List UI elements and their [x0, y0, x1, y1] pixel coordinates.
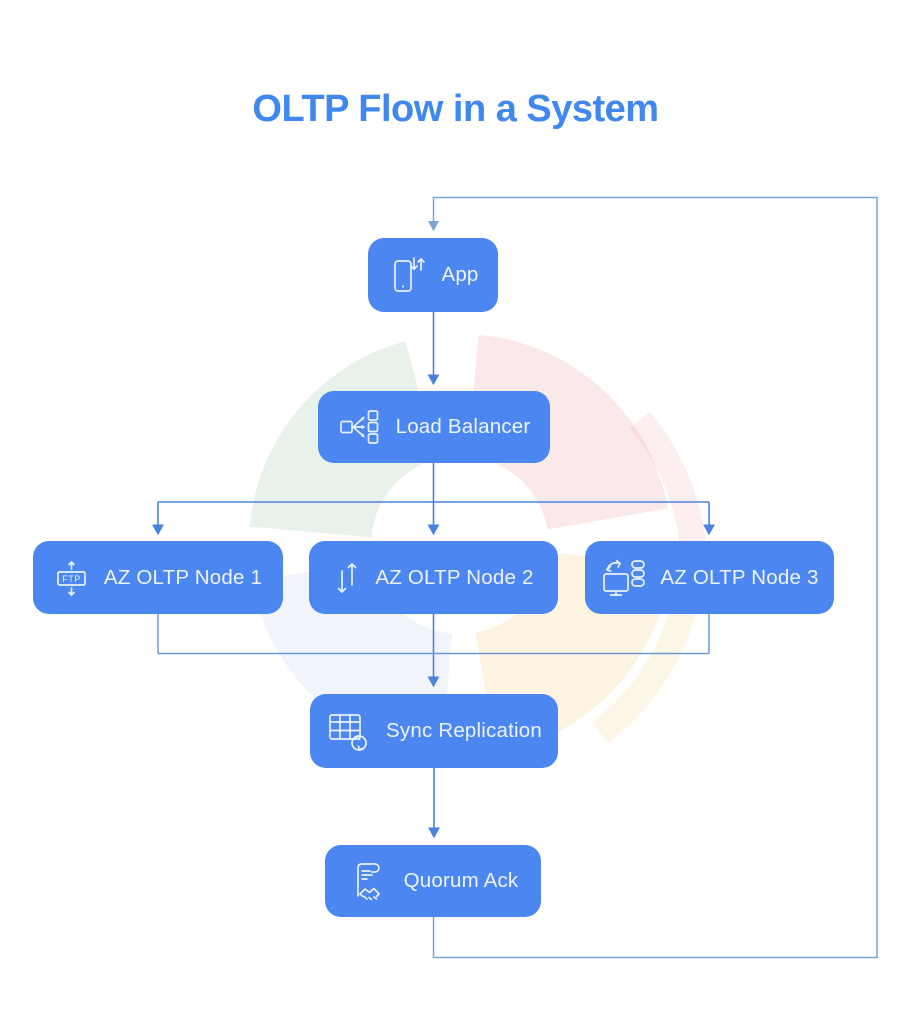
node-az-oltp-node-2: AZ OLTP Node 2 [309, 541, 558, 614]
node-az-oltp-node-3: AZ OLTP Node 3 [585, 541, 834, 614]
node-label: AZ OLTP Node 3 [660, 565, 819, 589]
node-label: Load Balancer [395, 415, 531, 438]
node-app: App [368, 238, 498, 312]
watermark-red-outer-arc [629, 411, 706, 547]
ftp-icon-text: FTP [62, 574, 81, 584]
node-az-oltp-node-1: FTP AZ OLTP Node 1 [33, 541, 283, 614]
node-sync-replication: Sync Replication [310, 694, 558, 768]
node-quorum-ack: Quorum Ack [325, 845, 541, 917]
node-load-balancer: Load Balancer [318, 391, 550, 463]
node-label: Quorum Ack [403, 869, 519, 892]
node-label: Sync Replication [386, 719, 542, 742]
table-sync-icon [329, 714, 367, 751]
node-label: App [441, 263, 479, 286]
ftp-transfer-icon: FTP [57, 560, 86, 596]
load-distribution-icon [339, 410, 378, 444]
connector-quorum-feedback-to-app [427, 196, 878, 959]
monitor-database-sync-icon [603, 559, 646, 596]
document-handshake-icon [356, 863, 380, 901]
up-down-arrows-icon [338, 562, 357, 593]
phone-sync-icon [394, 257, 426, 292]
node-label: AZ OLTP Node 1 [103, 565, 263, 589]
page-title: OLTP Flow in a System [252, 88, 659, 130]
node-label: AZ OLTP Node 2 [375, 565, 534, 589]
